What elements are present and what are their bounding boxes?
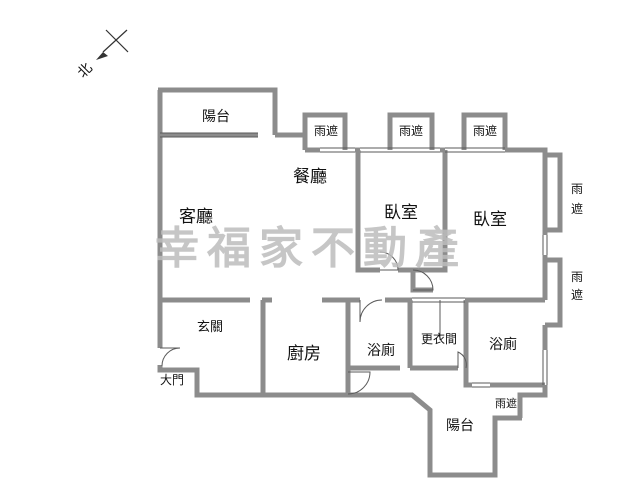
door-swing-closet [412, 269, 434, 291]
door-swing-bed1 [379, 251, 399, 271]
label-canopy-1: 雨遮 [314, 123, 338, 138]
door-swing-kitchen [347, 371, 371, 395]
wall-canopy-right-1 [545, 152, 563, 233]
label-living: 客廳 [179, 207, 213, 227]
door-swing-main [160, 347, 181, 367]
label-foyer: 玄關 [197, 320, 223, 335]
openings [160, 132, 548, 395]
label-balcony-top: 陽台 [202, 109, 230, 125]
label-closet: 更衣間 [421, 331, 457, 346]
north-arrow-icon [102, 29, 128, 53]
label-canopy-right-2-char2: 遮 [571, 287, 583, 302]
wall-canopy-1 [302, 112, 348, 150]
label-canopy-right-1-char1: 雨 [571, 182, 583, 196]
wall-balcony-top [158, 87, 278, 135]
door-swing-bath2 [457, 351, 467, 369]
label-bedroom-1: 臥室 [384, 203, 418, 223]
wall-canopy-right-2 [545, 257, 563, 328]
label-canopy-bottom: 雨遮 [495, 396, 517, 410]
walls [157, 87, 563, 478]
label-dining: 餐廳 [293, 167, 327, 187]
label-kitchen: 廚房 [287, 343, 321, 364]
label-canopy-right-2-char1: 雨 [571, 270, 583, 284]
wall-canopy-2 [387, 112, 435, 150]
door-swing-bath1 [359, 299, 383, 323]
room-labels: 陽台 雨遮 雨遮 雨遮 餐廳 客廳 臥室 臥室 玄關 廚房 浴廁 更衣間 浴廁 … [160, 109, 517, 434]
label-bath-1: 浴廁 [367, 342, 395, 359]
north-arrow-head [96, 52, 108, 60]
compass: 北 [75, 29, 129, 81]
label-balcony-bottom: 陽台 [446, 418, 474, 434]
wall-top-right [505, 147, 548, 235]
compass-label: 北 [75, 60, 96, 81]
wall-bottom [157, 365, 522, 478]
label-main-door: 大門 [160, 373, 184, 387]
watermark: 幸福家不動產 [155, 223, 467, 274]
label-canopy-3: 雨遮 [473, 123, 497, 138]
wall-bath2-left [463, 300, 472, 388]
label-canopy-right-1-char2: 遮 [571, 201, 583, 216]
wall-bed1-left [355, 150, 380, 273]
label-canopy-2: 雨遮 [399, 123, 423, 138]
wall-canopy-3 [461, 112, 508, 150]
label-bedroom-2: 臥室 [473, 210, 507, 230]
label-bath-2: 浴廁 [489, 336, 517, 353]
north-arrow-cross [105, 29, 129, 53]
wall-bottom-right [517, 385, 548, 418]
